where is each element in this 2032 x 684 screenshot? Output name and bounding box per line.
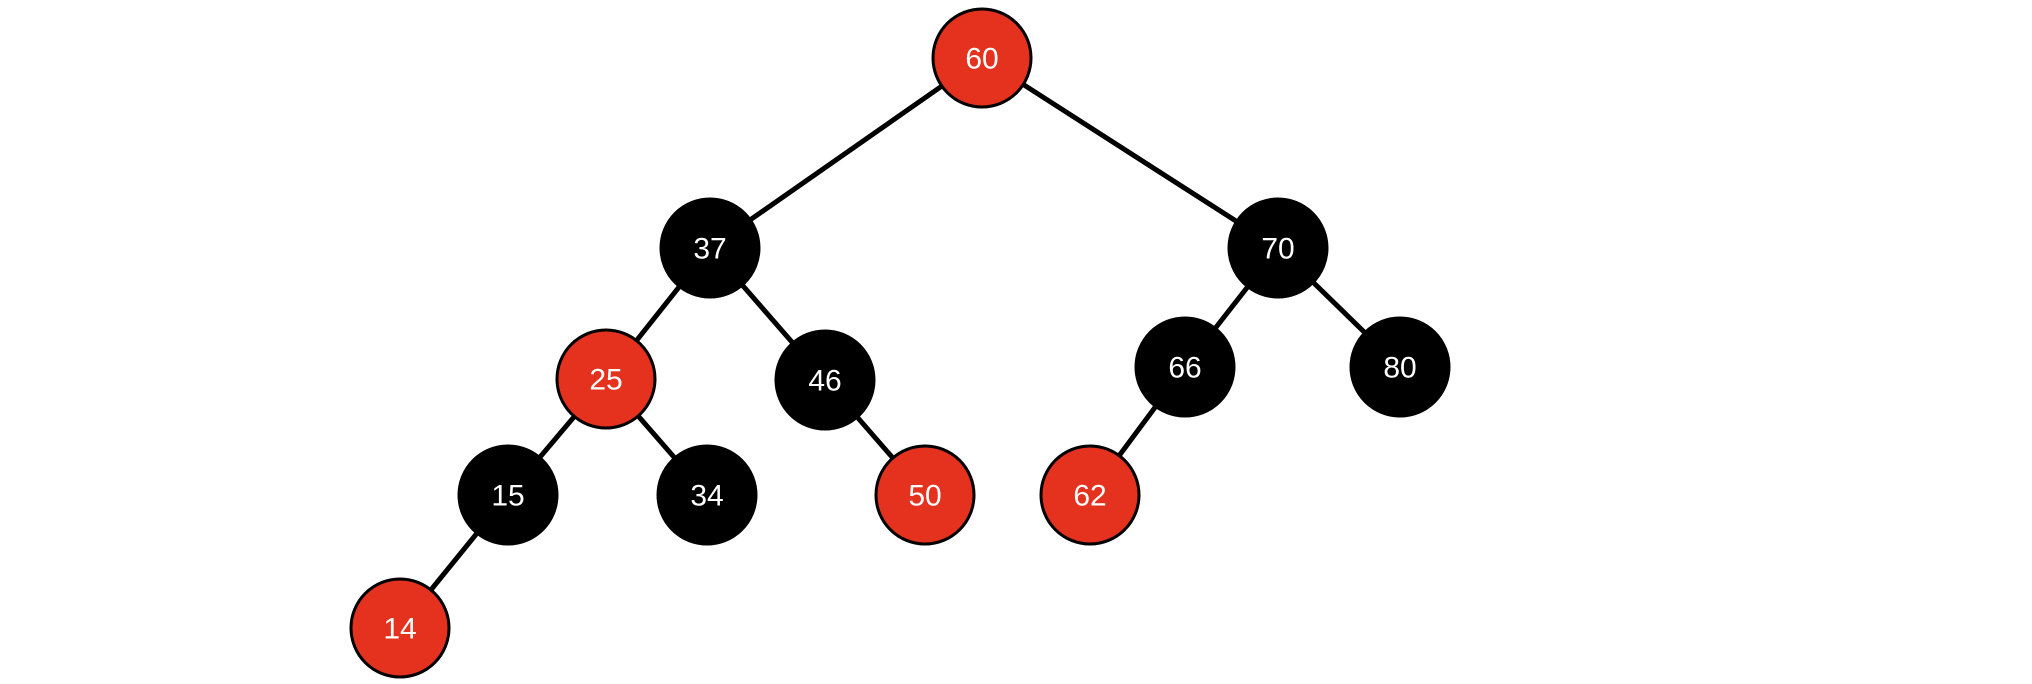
tree-node-60[interactable]: 60 — [931, 7, 1033, 109]
tree-node-50[interactable]: 50 — [874, 444, 976, 546]
tree-node-circle-25[interactable] — [555, 328, 657, 430]
tree-edge-60-37 — [707, 55, 985, 251]
node-layer: 60 37 70 25 46 66 80 15 34 50 62 14 — [349, 7, 1451, 679]
tree-node-14[interactable]: 14 — [349, 577, 451, 679]
tree-node-circle-34[interactable] — [656, 444, 758, 546]
tree-node-circle-60[interactable] — [931, 7, 1033, 109]
tree-node-circle-62[interactable] — [1039, 444, 1141, 546]
tree-node-62[interactable]: 62 — [1039, 444, 1141, 546]
tree-node-circle-80[interactable] — [1349, 316, 1451, 418]
tree-node-circle-15[interactable] — [457, 444, 559, 546]
edge-layer — [397, 55, 1403, 631]
tree-node-circle-70[interactable] — [1227, 197, 1329, 299]
tree-node-34[interactable]: 34 — [656, 444, 758, 546]
tree-node-66[interactable]: 66 — [1134, 316, 1236, 418]
tree-node-37[interactable]: 37 — [659, 197, 761, 299]
tree-node-70[interactable]: 70 — [1227, 197, 1329, 299]
tree-node-46[interactable]: 46 — [774, 329, 876, 431]
tree-node-circle-66[interactable] — [1134, 316, 1236, 418]
tree-edge-60-70 — [979, 55, 1281, 251]
tree-node-circle-50[interactable] — [874, 444, 976, 546]
tree-node-25[interactable]: 25 — [555, 328, 657, 430]
tree-node-15[interactable]: 15 — [457, 444, 559, 546]
tree-node-80[interactable]: 80 — [1349, 316, 1451, 418]
tree-node-circle-46[interactable] — [774, 329, 876, 431]
tree-node-circle-14[interactable] — [349, 577, 451, 679]
tree-node-circle-37[interactable] — [659, 197, 761, 299]
